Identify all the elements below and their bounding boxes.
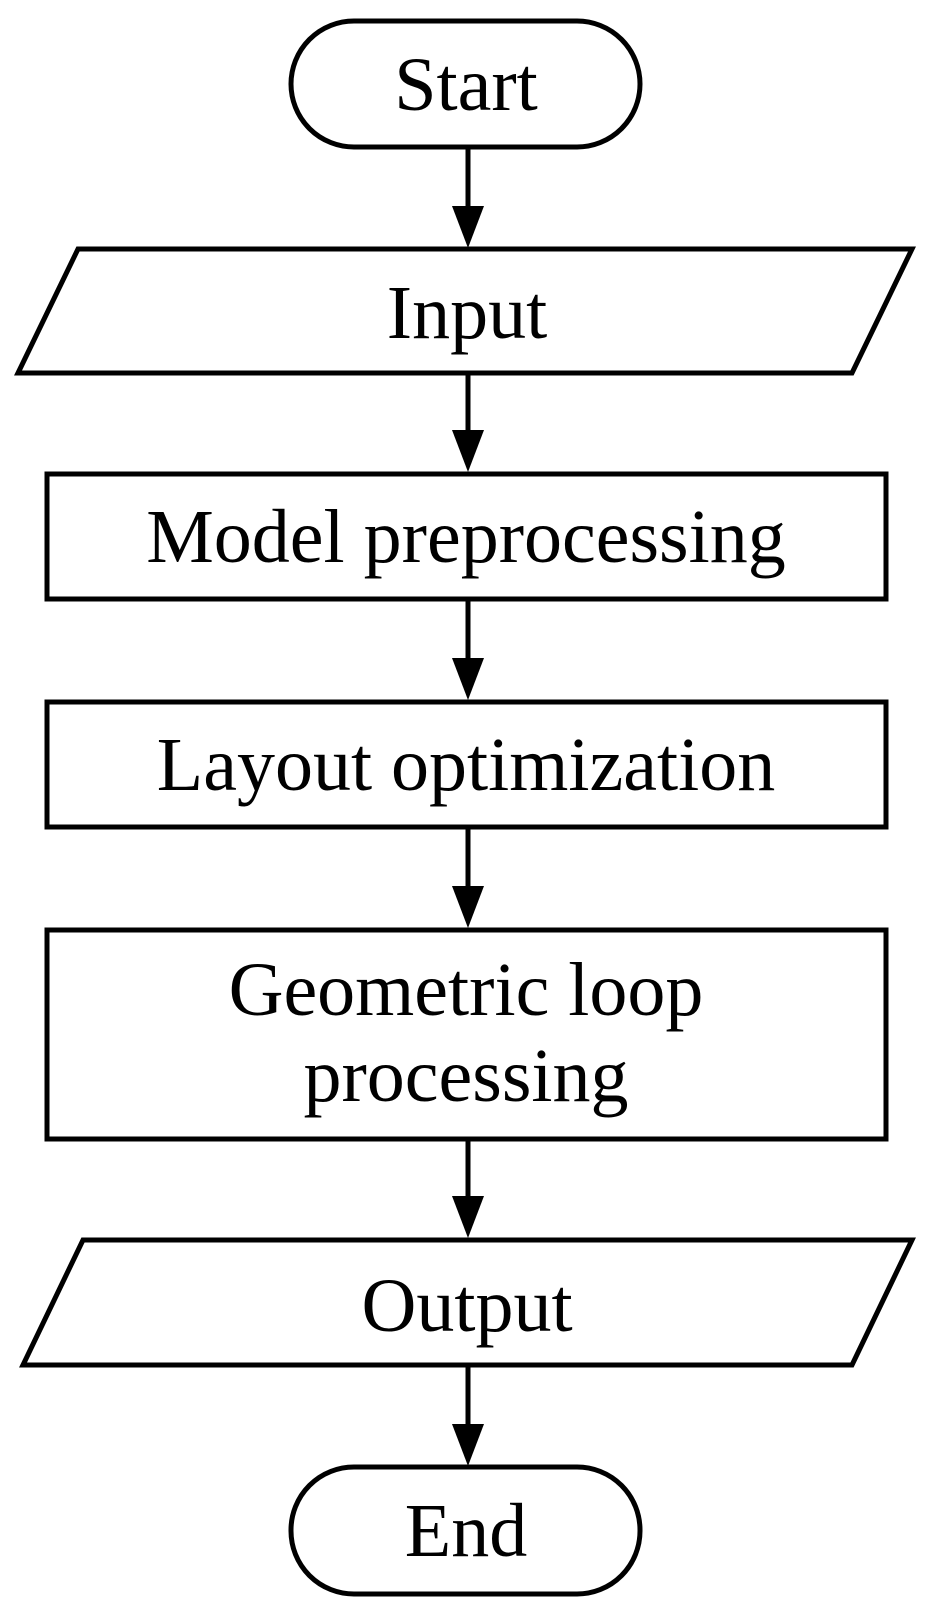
layout-optimization-process-shape — [44, 699, 889, 830]
edge-start-to-input — [452, 147, 484, 248]
edge-geometric-loop-processing-to-output — [452, 1139, 484, 1238]
arrowhead — [452, 206, 484, 248]
arrowhead — [452, 658, 484, 700]
arrowhead — [452, 886, 484, 928]
edge-model-preprocessing-to-layout-optimization — [452, 599, 484, 700]
end-label: End — [405, 1489, 527, 1573]
arrowhead — [452, 1424, 484, 1466]
start-node: Start — [288, 18, 643, 150]
geometric-loop-processing-label-line1: Geometric loop — [229, 948, 704, 1032]
arrowhead — [452, 430, 484, 472]
edge-layout-optimization-to-geometric-loop-processing — [452, 827, 484, 928]
edge-input-to-model-preprocessing — [452, 373, 484, 472]
geometric-loop-processing-node: Geometric loop processing — [44, 927, 889, 1142]
edge-output-to-end — [452, 1365, 484, 1466]
start-label: Start — [394, 43, 538, 127]
model-preprocessing-label: Model preprocessing — [146, 495, 786, 579]
output-label: Output — [361, 1264, 572, 1348]
layout-optimization-node: Layout optimization — [44, 699, 889, 830]
geometric-loop-processing-label-line2: processing — [303, 1034, 628, 1118]
end-terminal-shape — [288, 1464, 643, 1597]
model-preprocessing-node: Model preprocessing — [44, 471, 889, 602]
input-data-shape — [14, 246, 916, 376]
layout-optimization-label: Layout optimization — [157, 723, 775, 807]
input-node: Input — [14, 246, 916, 376]
output-node: Output — [19, 1237, 916, 1368]
output-data-shape — [19, 1237, 916, 1368]
model-preprocessing-process-shape — [44, 471, 889, 602]
geometric-loop-processing-process-shape — [44, 927, 889, 1142]
input-label: Input — [387, 271, 547, 355]
end-node: End — [288, 1464, 643, 1597]
arrowhead — [452, 1196, 484, 1238]
